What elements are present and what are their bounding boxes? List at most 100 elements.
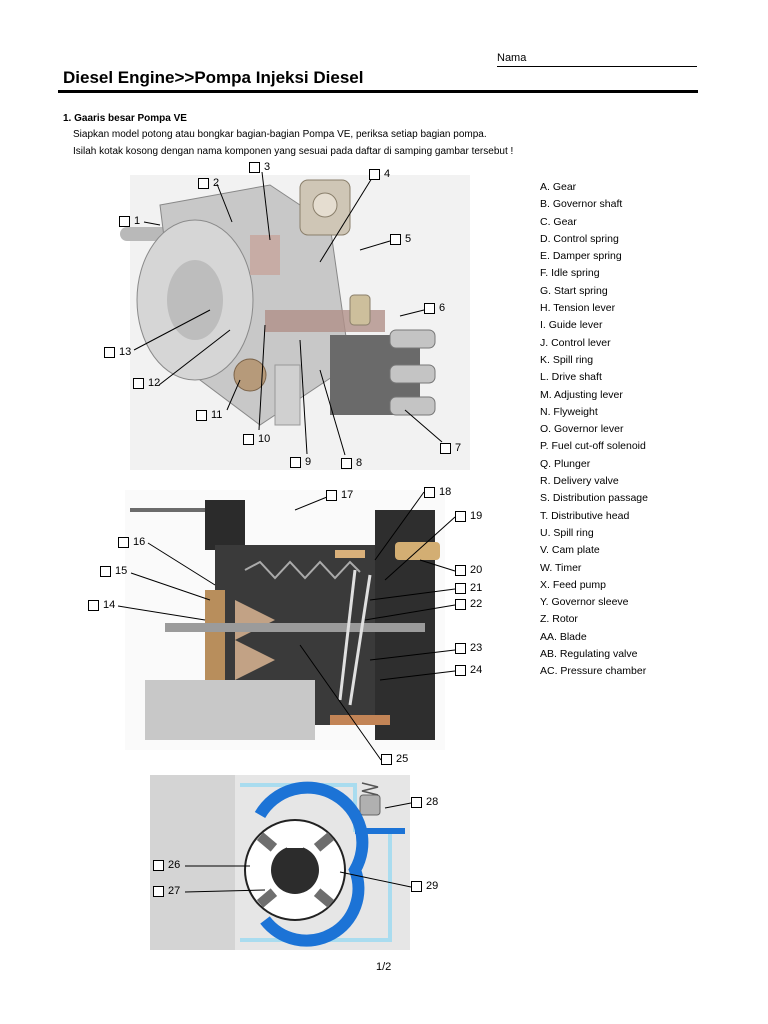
answer-box-3[interactable]: 3: [249, 161, 270, 173]
label-number: 26: [168, 859, 181, 871]
checkbox[interactable]: [243, 433, 254, 445]
label-number: 27: [168, 885, 181, 897]
page-number: 1/2: [376, 961, 392, 973]
list-item: N. Flyweight: [540, 405, 598, 418]
checkbox[interactable]: [196, 409, 207, 421]
answer-box-27[interactable]: 27: [153, 885, 180, 897]
answer-box-6[interactable]: 6: [424, 302, 445, 314]
checkbox[interactable]: [455, 598, 466, 610]
answer-box-13[interactable]: 13: [104, 346, 131, 358]
checkbox[interactable]: [455, 642, 466, 654]
answer-box-25[interactable]: 25: [381, 753, 408, 765]
list-item: S. Distribution passage: [540, 492, 648, 505]
component-list: A. Gear B. Governor shaft C. Gear D. Con…: [540, 179, 648, 681]
list-item: Y. Governor sleeve: [540, 596, 629, 609]
answer-box-9[interactable]: 9: [290, 456, 311, 468]
list-item: W. Timer: [540, 561, 582, 574]
checkbox[interactable]: [290, 456, 301, 468]
checkbox[interactable]: [455, 582, 466, 594]
label-number: 18: [439, 486, 452, 498]
answer-box-1[interactable]: 1: [119, 215, 140, 227]
feed-pump-illustration: [150, 775, 410, 950]
answer-box-2[interactable]: 2: [198, 177, 219, 189]
answer-box-24[interactable]: 24: [455, 664, 482, 676]
list-item: Q. Plunger: [540, 457, 591, 470]
checkbox[interactable]: [88, 599, 99, 611]
instruction-line-2: Isilah kotak kosong dengan nama komponen…: [73, 146, 514, 157]
checkbox[interactable]: [104, 346, 115, 358]
checkbox[interactable]: [390, 233, 401, 245]
label-number: 11: [211, 409, 223, 421]
label-number: 10: [258, 433, 271, 445]
label-number: 22: [470, 598, 483, 610]
list-item: C. Gear: [540, 215, 577, 228]
label-number: 9: [305, 456, 312, 468]
answer-box-28[interactable]: 28: [411, 796, 438, 808]
list-item: J. Control lever: [540, 336, 611, 349]
checkbox[interactable]: [326, 489, 337, 501]
label-number: 25: [396, 753, 409, 765]
answer-box-20[interactable]: 20: [455, 564, 482, 576]
checkbox[interactable]: [411, 796, 422, 808]
answer-box-7[interactable]: 7: [440, 442, 461, 454]
checkbox[interactable]: [455, 510, 466, 522]
answer-box-16[interactable]: 16: [118, 536, 145, 548]
label-number: 3: [264, 161, 271, 173]
checkbox[interactable]: [118, 536, 129, 548]
checkbox[interactable]: [341, 457, 352, 469]
answer-box-18[interactable]: 18: [424, 486, 451, 498]
name-field[interactable]: Nama: [497, 52, 697, 67]
checkbox[interactable]: [411, 880, 422, 892]
label-number: 20: [470, 564, 483, 576]
answer-box-23[interactable]: 23: [455, 642, 482, 654]
section-heading: 1. Gaaris besar Pompa VE: [63, 113, 187, 124]
list-item: R. Delivery valve: [540, 475, 619, 488]
answer-box-15[interactable]: 15: [100, 565, 127, 577]
label-number: 23: [470, 642, 483, 654]
label-number: 4: [384, 168, 391, 180]
checkbox[interactable]: [198, 177, 209, 189]
checkbox[interactable]: [153, 885, 164, 897]
list-item: X. Feed pump: [540, 578, 606, 591]
label-number: 6: [439, 302, 446, 314]
label-number: 7: [455, 442, 462, 454]
list-item: F. Idle spring: [540, 267, 600, 280]
title-divider: [58, 90, 698, 93]
answer-box-11[interactable]: 11: [196, 409, 222, 421]
checkbox[interactable]: [455, 564, 466, 576]
checkbox[interactable]: [424, 486, 435, 498]
answer-box-22[interactable]: 22: [455, 598, 482, 610]
answer-box-19[interactable]: 19: [455, 510, 482, 522]
answer-box-4[interactable]: 4: [369, 168, 390, 180]
list-item: T. Distributive head: [540, 509, 630, 522]
list-item: L. Drive shaft: [540, 371, 602, 384]
list-item: A. Gear: [540, 181, 577, 193]
answer-box-26[interactable]: 26: [153, 859, 180, 871]
checkbox[interactable]: [100, 565, 111, 577]
list-item: H. Tension lever: [540, 302, 616, 315]
checkbox[interactable]: [369, 168, 380, 180]
answer-box-17[interactable]: 17: [326, 489, 353, 501]
answer-box-29[interactable]: 29: [411, 880, 438, 892]
list-item: O. Governor lever: [540, 423, 624, 436]
answer-box-10[interactable]: 10: [243, 433, 270, 445]
checkbox[interactable]: [249, 161, 260, 173]
answer-box-8[interactable]: 8: [341, 457, 362, 469]
instruction-line-1: Siapkan model potong atau bongkar bagian…: [73, 129, 487, 140]
answer-box-21[interactable]: 21: [455, 582, 482, 594]
checkbox[interactable]: [381, 753, 392, 765]
checkbox[interactable]: [119, 215, 130, 227]
answer-box-14[interactable]: 14: [88, 599, 115, 611]
list-item: I. Guide lever: [540, 319, 603, 332]
checkbox[interactable]: [455, 664, 466, 676]
answer-box-5[interactable]: 5: [390, 233, 411, 245]
label-number: 5: [405, 233, 412, 245]
checkbox[interactable]: [440, 442, 451, 454]
label-number: 17: [341, 489, 354, 501]
answer-box-12[interactable]: 12: [133, 377, 160, 389]
checkbox[interactable]: [133, 377, 144, 389]
checkbox[interactable]: [424, 302, 435, 314]
checkbox[interactable]: [153, 859, 164, 871]
label-number: 29: [426, 880, 439, 892]
